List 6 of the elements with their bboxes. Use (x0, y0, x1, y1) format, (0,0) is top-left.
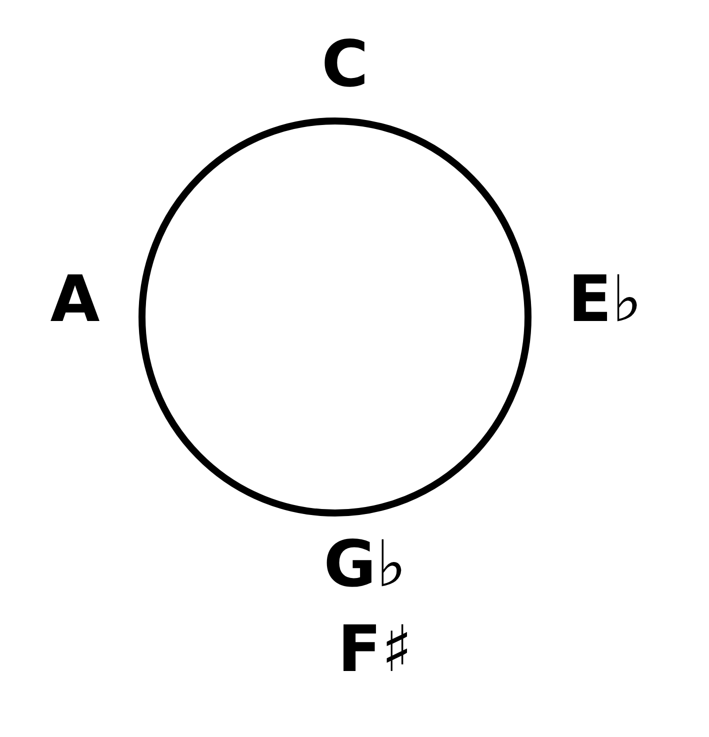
note-label: E♭ (568, 268, 642, 332)
note-label: G♭ (324, 533, 406, 597)
note-label: F♯ (338, 618, 412, 682)
circle-outline (138, 118, 532, 516)
note-label: C (322, 33, 368, 97)
note-label: A (50, 268, 100, 332)
